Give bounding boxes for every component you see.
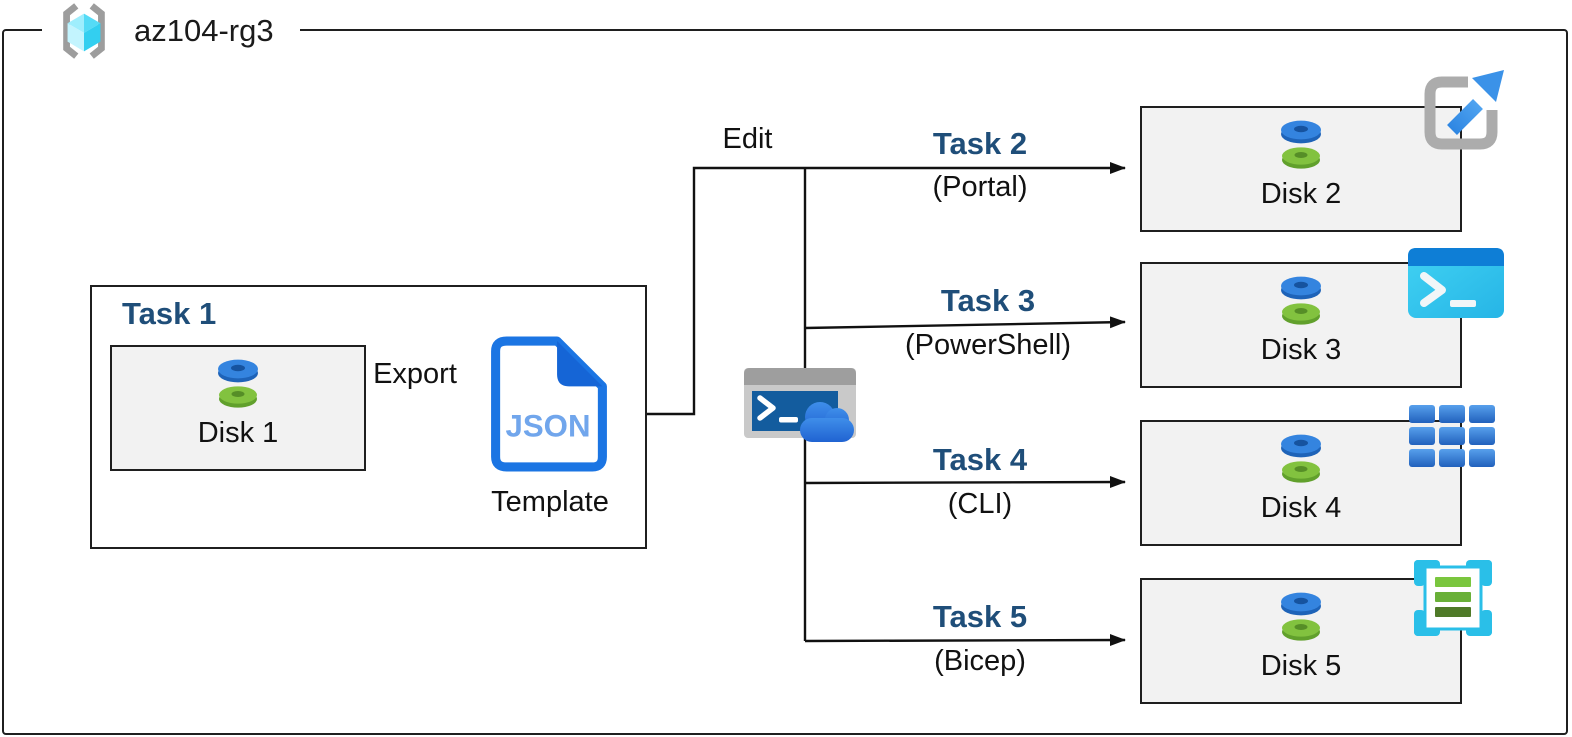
task5-title: Task 5 <box>932 599 1028 634</box>
managed-disk-icon <box>1274 589 1328 647</box>
disk3-label: Disk 3 <box>1260 334 1342 366</box>
managed-disk-icon <box>1274 431 1328 489</box>
bicep-template-icon <box>1414 560 1492 636</box>
cloud-shell-icon <box>744 368 856 442</box>
export-label: Export <box>373 358 457 390</box>
disk5-label: Disk 5 <box>1260 650 1342 682</box>
task2-title: Task 2 <box>932 126 1028 161</box>
managed-disk-icon <box>1274 117 1328 175</box>
edit-to-task2-line <box>643 162 1126 416</box>
task1-title: Task 1 <box>122 296 217 331</box>
cli-grid-icon <box>1409 405 1495 467</box>
resource-group-frame <box>2 29 1568 735</box>
managed-disk-icon <box>211 356 265 414</box>
task3-method: (PowerShell) <box>905 329 1071 361</box>
disk5-box: Disk 5 <box>1140 578 1462 704</box>
edit-label: Edit <box>722 123 773 155</box>
json-template-icon: JSON <box>491 336 607 472</box>
disk2-label: Disk 2 <box>1260 178 1342 210</box>
powershell-icon <box>1408 248 1504 318</box>
task4-method: (CLI) <box>947 488 1013 520</box>
disk1-box: Disk 1 <box>110 345 366 471</box>
task3-title: Task 3 <box>940 283 1036 318</box>
task5-line <box>804 634 1126 647</box>
json-doc-text: JSON <box>505 409 590 444</box>
template-label: Template <box>491 486 609 518</box>
open-portal-icon <box>1424 70 1504 150</box>
disk2-box: Disk 2 <box>1140 106 1462 232</box>
task4-line <box>804 476 1126 489</box>
resource-group-name: az104-rg3 <box>134 13 274 48</box>
task4-title: Task 4 <box>932 442 1028 477</box>
resource-group-icon <box>63 3 105 59</box>
disk4-box: Disk 4 <box>1140 420 1462 546</box>
task2-method: (Portal) <box>932 171 1028 203</box>
managed-disk-icon <box>1274 273 1328 331</box>
task5-method: (Bicep) <box>934 645 1026 677</box>
task3-line <box>804 316 1126 330</box>
disk4-label: Disk 4 <box>1260 492 1342 524</box>
disk1-label: Disk 1 <box>197 417 279 449</box>
resource-group-header: az104-rg3 <box>42 0 300 62</box>
